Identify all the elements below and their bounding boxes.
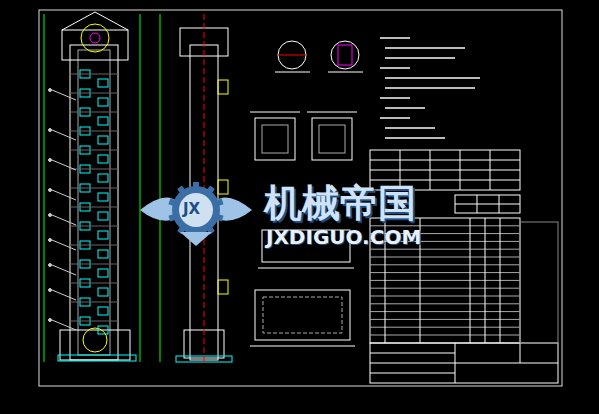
watermark-title: 机械帝国 [264, 183, 416, 225]
cad-stroke [168, 214, 176, 222]
cad-stroke [385, 47, 465, 49]
cad-stroke [98, 326, 108, 334]
cad-stroke [70, 302, 118, 303]
cad-stroke [70, 150, 118, 151]
cad-stroke [98, 98, 108, 106]
cad-stroke [370, 264, 520, 265]
cad-stroke [52, 215, 76, 225]
cad-stroke [52, 130, 76, 140]
cad-stroke [499, 195, 500, 213]
cad-stroke [485, 218, 486, 343]
cad-stroke [98, 136, 108, 144]
cad-stroke [49, 239, 52, 242]
cad-stroke [370, 319, 520, 320]
cad-stroke [370, 288, 520, 289]
cad-stroke [70, 93, 118, 94]
cad-stroke [49, 289, 52, 292]
cad-stroke [193, 182, 199, 188]
cad-stroke [49, 264, 52, 267]
cad-stroke [500, 218, 501, 343]
cad-stroke [370, 160, 520, 161]
cad-stroke [477, 195, 478, 213]
cad-stroke [98, 212, 108, 220]
cad-stroke [385, 87, 475, 89]
cad-stroke [177, 186, 185, 194]
cad-stroke [70, 188, 118, 189]
cad-stroke [207, 186, 215, 194]
cad-stroke [370, 311, 520, 312]
cad-stroke [49, 214, 52, 217]
cad-stroke [460, 150, 461, 190]
cad-stroke [98, 288, 108, 296]
cad-stroke [70, 207, 118, 208]
cad-stroke [385, 107, 425, 109]
cad-stroke [216, 198, 224, 206]
cad-stroke [49, 159, 52, 162]
cad-stroke [52, 160, 76, 170]
cad-stroke [52, 320, 76, 330]
cad-stroke [370, 303, 520, 304]
cad-stroke [98, 155, 108, 163]
watermark-url: JXDIGUO.COM [266, 226, 421, 248]
cad-stroke [70, 112, 118, 113]
cad-stroke [370, 180, 520, 181]
cad-stroke [49, 319, 52, 322]
logo-mark: JX [183, 201, 200, 218]
cad-stroke [370, 327, 520, 328]
cad-stroke [385, 127, 435, 129]
cad-stroke [70, 169, 118, 170]
cad-stroke [385, 137, 445, 139]
cad-stroke [70, 283, 118, 284]
cad-stroke [49, 129, 52, 132]
cad-stroke [490, 150, 491, 190]
cad-stroke [168, 198, 176, 206]
cad-stroke [98, 250, 108, 258]
cad-stroke [216, 214, 224, 222]
cad-stroke [98, 193, 108, 201]
cad-stroke [70, 131, 118, 132]
cad-stroke [98, 269, 108, 277]
cad-stroke [49, 189, 52, 192]
cad-stroke [70, 74, 118, 75]
cad-stroke [370, 272, 520, 273]
cad-stroke [430, 150, 431, 190]
cad-stroke [52, 290, 76, 300]
cad-stroke [370, 280, 520, 281]
cad-stroke [98, 307, 108, 315]
cad-stroke [370, 257, 520, 258]
cad-stroke [385, 57, 455, 59]
cad-stroke [470, 218, 471, 343]
cad-stroke [380, 37, 410, 39]
cad-stroke [370, 296, 520, 297]
cad-stroke [98, 79, 108, 87]
cad-stroke [70, 245, 118, 246]
cad-stroke [52, 190, 76, 200]
cad-stroke [455, 204, 520, 205]
cad-stroke [70, 226, 118, 227]
cad-stroke [52, 90, 76, 100]
cad-stroke [385, 77, 480, 79]
cad-stroke [70, 264, 118, 265]
cad-stroke [70, 321, 118, 322]
cad-stroke [52, 265, 76, 275]
cad-stroke [380, 97, 410, 99]
cad-stroke [370, 249, 520, 250]
cad-stroke [98, 117, 108, 125]
cad-stroke [52, 240, 76, 250]
cad-stroke [98, 231, 108, 239]
cad-stroke [380, 117, 410, 119]
cad-stroke [370, 170, 520, 171]
cad-stroke [49, 89, 52, 92]
cad-stroke [98, 174, 108, 182]
cad-stroke [380, 67, 410, 69]
cad-stroke [370, 335, 520, 336]
